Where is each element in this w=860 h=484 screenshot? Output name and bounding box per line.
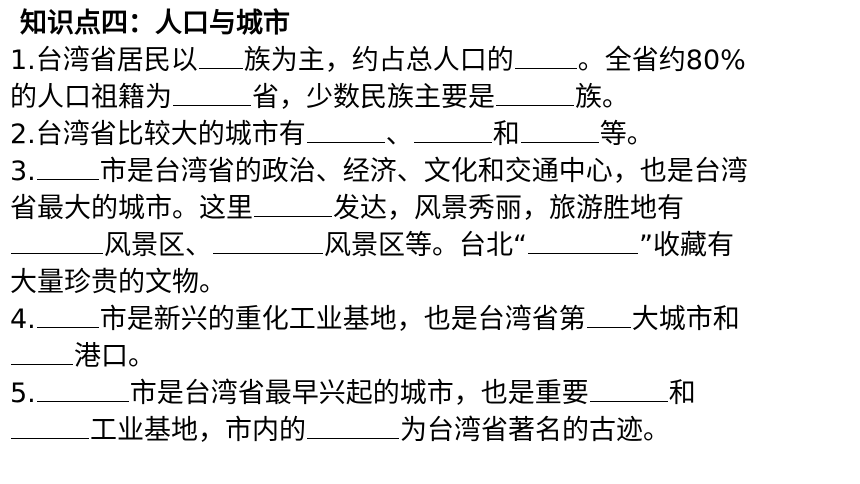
text-segment: 和 bbox=[668, 378, 696, 409]
fill-blank[interactable] bbox=[413, 116, 492, 143]
text-segment: 大量珍贵的文物。 bbox=[10, 267, 226, 298]
question-3-line-1: 3. 市是台湾省的政治、经济、文化和交通中心，也是台湾 bbox=[10, 153, 850, 190]
fill-blank[interactable] bbox=[173, 79, 251, 106]
text-segment: 工业基地，市内的 bbox=[90, 415, 306, 446]
fill-blank[interactable] bbox=[589, 375, 668, 402]
text-segment: ”收藏有 bbox=[639, 230, 734, 261]
question-1-line-2: 的人口祖籍为 省，少数民族主要是 族。 bbox=[10, 79, 850, 116]
text-segment: 发达，风景秀丽，旅游胜地有 bbox=[333, 193, 684, 224]
text-segment: 为台湾省著名的古迹。 bbox=[400, 415, 670, 446]
text-segment: 5. bbox=[10, 378, 36, 409]
question-3-line-3: 风景区、 风景区等。台北“ ”收藏有 bbox=[10, 227, 850, 264]
fill-blank[interactable] bbox=[254, 190, 332, 217]
fill-blank[interactable] bbox=[520, 116, 599, 143]
fill-blank[interactable] bbox=[514, 42, 577, 69]
text-segment: 市是台湾省最早兴起的城市，也是重要 bbox=[129, 378, 589, 409]
fill-blank[interactable] bbox=[11, 338, 73, 365]
text-segment: 省，少数民族主要是 bbox=[252, 82, 495, 113]
question-3-line-4: 大量珍贵的文物。 bbox=[10, 264, 850, 301]
fill-blank[interactable] bbox=[36, 375, 129, 402]
text-segment: 3. bbox=[10, 156, 36, 187]
fill-blank[interactable] bbox=[198, 42, 243, 69]
section-title: 知识点四：人口与城市 bbox=[20, 8, 290, 39]
fill-blank[interactable] bbox=[307, 412, 399, 439]
question-3-line-2: 省最大的城市。这里 发达，风景秀丽，旅游胜地有 bbox=[10, 190, 850, 227]
text-segment: 市是新兴的重化工业基地，也是台湾省第 bbox=[99, 304, 586, 335]
question-5-line-1: 5. 市是台湾省最早兴起的城市，也是重要 和 bbox=[10, 375, 850, 412]
fill-blank[interactable] bbox=[306, 116, 385, 143]
fill-blank[interactable] bbox=[11, 227, 103, 254]
question-5-line-2: 工业基地，市内的 为台湾省著名的古迹。 bbox=[10, 412, 850, 449]
text-segment: 风景区等。台北“ bbox=[324, 230, 527, 261]
fill-blank[interactable] bbox=[213, 227, 323, 254]
question-4-line-2: 港口。 bbox=[10, 338, 850, 375]
text-segment: 族。 bbox=[575, 82, 629, 113]
text-segment: 大城市和 bbox=[631, 304, 740, 335]
fill-blank[interactable] bbox=[11, 412, 89, 439]
text-segment: 族为主，约占总人口的 bbox=[243, 45, 514, 76]
text-segment: 市是台湾省的政治、经济、文化和交通中心，也是台湾 bbox=[99, 156, 748, 187]
text-segment: 。全省约80% bbox=[577, 45, 746, 76]
text-segment: 2.台湾省比较大的城市有 bbox=[10, 119, 306, 150]
question-2-line-1: 2.台湾省比较大的城市有 、 和 等。 bbox=[10, 116, 850, 153]
text-segment: 的人口祖籍为 bbox=[10, 82, 172, 113]
text-segment: 1.台湾省居民以 bbox=[10, 45, 198, 76]
fill-blank[interactable] bbox=[528, 227, 638, 254]
question-1-line-1: 1.台湾省居民以 族为主，约占总人口的 。全省约80% bbox=[10, 42, 850, 79]
fill-blank[interactable] bbox=[36, 153, 99, 180]
text-segment: 和 bbox=[492, 119, 520, 150]
fill-blank[interactable] bbox=[36, 301, 99, 328]
question-4-line-1: 4. 市是新兴的重化工业基地，也是台湾省第 大城市和 bbox=[10, 301, 850, 338]
text-segment: 等。 bbox=[599, 119, 654, 150]
text-segment: 港口。 bbox=[74, 341, 155, 372]
fill-blank[interactable] bbox=[586, 301, 631, 328]
fill-blank[interactable] bbox=[496, 79, 574, 106]
text-segment: 、 bbox=[385, 119, 413, 150]
text-segment: 4. bbox=[10, 304, 36, 335]
text-segment: 省最大的城市。这里 bbox=[10, 193, 253, 224]
text-segment: 风景区、 bbox=[104, 230, 212, 261]
